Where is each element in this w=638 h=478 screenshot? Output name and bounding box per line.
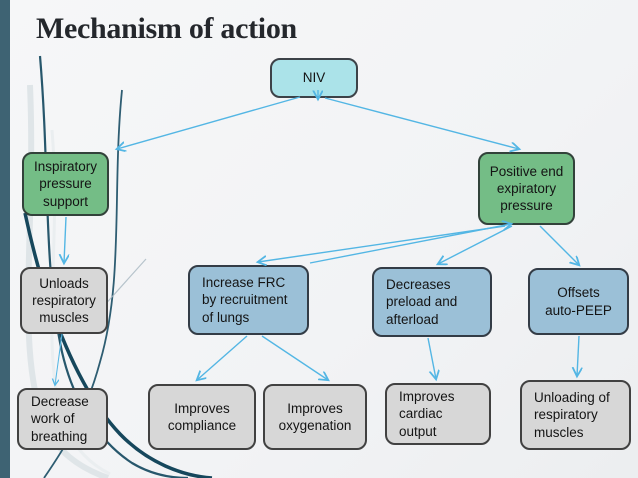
node-improves-compliance-label: Improves compliance xyxy=(167,400,237,433)
arrow-niv-to-peep xyxy=(324,97,519,149)
node-positive-end-expiratory-pressure: Positive end expiratory pressure xyxy=(478,152,575,225)
node-inspiratory-pressure-support-label: Inspiratory pressure support xyxy=(33,159,98,209)
node-improves-oxygenation: Improves oxygenation xyxy=(263,384,367,450)
node-increase-frc: Increase FRC by recruitment of lungs xyxy=(188,265,309,335)
arrow-niv-to-inspiratory xyxy=(117,96,301,149)
arrow-peep-to-offsets-auto-peep xyxy=(539,225,579,265)
node-inspiratory-pressure-support: Inspiratory pressure support xyxy=(22,152,109,216)
node-unloads-respiratory-muscles-label: Unloads respiratory muscles xyxy=(32,275,96,326)
node-decrease-work-of-breathing-label: Decrease work of breathing xyxy=(31,394,89,444)
node-unloading-of-respiratory-muscles-label: Unloading of respiratory muscles xyxy=(534,390,610,440)
node-decrease-work-of-breathing: Decrease work of breathing xyxy=(17,388,108,450)
arrow-peep-to-increase-frc xyxy=(258,225,506,262)
arrow-preload-to-cardiac-output xyxy=(427,337,436,379)
node-unloads-respiratory-muscles: Unloads respiratory muscles xyxy=(20,267,108,334)
slide-title: Mechanism of action xyxy=(36,12,297,45)
node-niv-label: NIV xyxy=(302,70,326,86)
node-improves-cardiac-output: Improves cardiac output xyxy=(385,383,491,445)
arrow-unloads-to-decrease-work xyxy=(55,333,63,385)
arrow-increase-frc-to-peep xyxy=(309,224,511,264)
node-unloading-of-respiratory-muscles: Unloading of respiratory muscles xyxy=(520,380,631,450)
arrow-frc-to-compliance xyxy=(197,335,248,380)
left-edge-bar xyxy=(0,0,10,478)
arrow-inspiratory-to-unloads xyxy=(64,216,66,263)
node-increase-frc-label: Increase FRC by recruitment of lungs xyxy=(202,275,288,325)
node-offsets-auto-peep: Offsets auto-PEEP xyxy=(528,268,629,335)
node-improves-oxygenation-label: Improves oxygenation xyxy=(278,400,352,433)
arrow-peep-to-decreases-preload xyxy=(438,225,513,264)
node-niv: NIV xyxy=(270,58,358,98)
node-offsets-auto-peep-label: Offsets auto-PEEP xyxy=(545,285,612,318)
node-decreases-preload-afterload: Decreases preload and afterload xyxy=(372,267,492,337)
node-improves-compliance: Improves compliance xyxy=(148,384,256,450)
node-improves-cardiac-output-label: Improves cardiac output xyxy=(399,389,455,439)
node-positive-end-expiratory-pressure-label: Positive end expiratory pressure xyxy=(489,163,564,214)
arrow-frc-to-oxygenation xyxy=(261,335,328,380)
node-decreases-preload-afterload-label: Decreases preload and afterload xyxy=(386,277,458,327)
arrow-auto-peep-to-unloading xyxy=(577,335,579,376)
